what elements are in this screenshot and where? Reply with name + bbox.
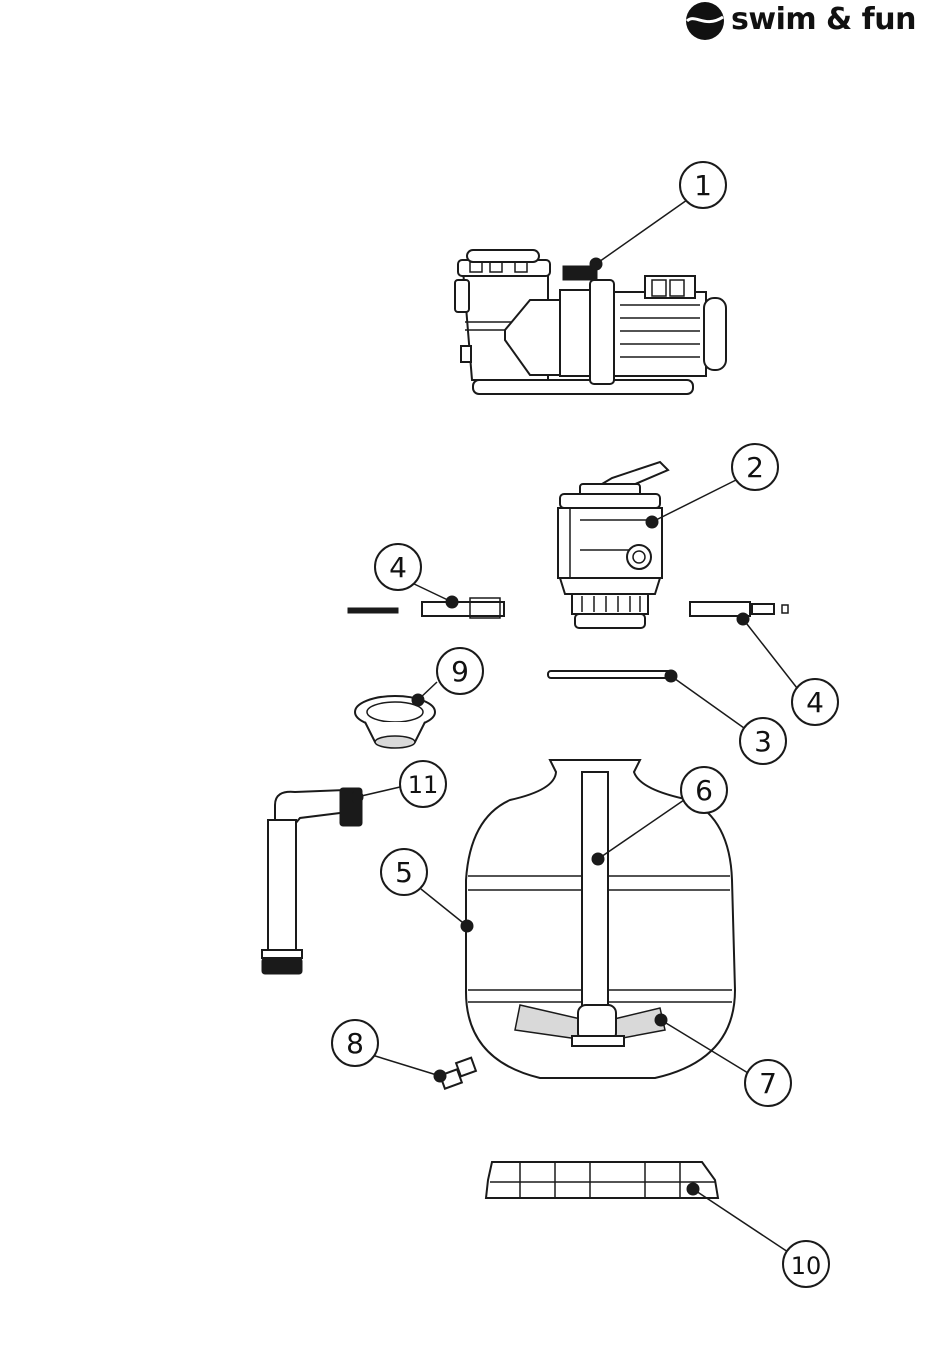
callout-7: 7 bbox=[745, 1060, 791, 1106]
callout-label: 2 bbox=[746, 451, 764, 484]
valve-icon bbox=[558, 462, 668, 628]
callout-6: 6 bbox=[681, 767, 727, 813]
o-ring-icon bbox=[548, 670, 677, 682]
callout-label: 10 bbox=[791, 1252, 822, 1280]
cup-icon bbox=[355, 694, 435, 748]
base-icon bbox=[486, 1162, 718, 1198]
callout-1: 1 bbox=[680, 162, 726, 208]
pump-icon bbox=[455, 250, 726, 394]
callout-label: 4 bbox=[806, 686, 824, 719]
callout-label: 5 bbox=[395, 856, 413, 889]
callout-4b: 4 bbox=[792, 679, 838, 725]
callout-2: 2 bbox=[732, 444, 778, 490]
clamp-icon bbox=[348, 596, 788, 625]
callout-label: 1 bbox=[694, 169, 712, 202]
callout-11: 11 bbox=[400, 761, 446, 807]
callout-4a: 4 bbox=[375, 544, 421, 590]
callout-label: 4 bbox=[389, 551, 407, 584]
callout-label: 9 bbox=[451, 655, 469, 688]
drain-plug-icon bbox=[434, 1058, 476, 1089]
hose-icon bbox=[262, 788, 363, 974]
callout-label: 8 bbox=[346, 1027, 364, 1060]
callout-label: 3 bbox=[754, 725, 772, 758]
callout-label: 11 bbox=[408, 771, 439, 799]
callout-5: 5 bbox=[381, 849, 427, 895]
callout-10: 10 bbox=[783, 1241, 829, 1287]
callout-label: 6 bbox=[695, 774, 713, 807]
pipe-icon bbox=[582, 772, 608, 1012]
callout-8: 8 bbox=[332, 1020, 378, 1066]
callout-9: 9 bbox=[437, 648, 483, 694]
callout-3: 3 bbox=[740, 718, 786, 764]
callout-label: 7 bbox=[759, 1067, 777, 1100]
